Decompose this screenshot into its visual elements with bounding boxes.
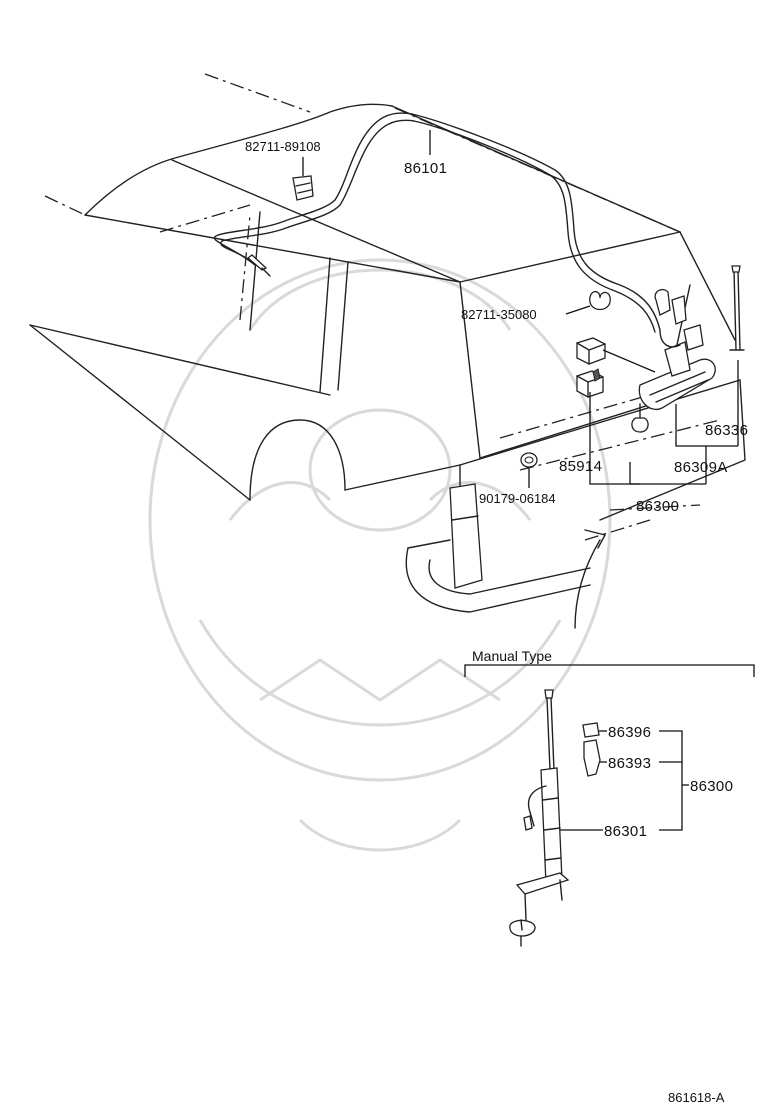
manual-type-caption: Manual Type: [472, 648, 552, 664]
label-90179-06184: 90179-06184: [479, 491, 556, 506]
vehicle-body-outline: [29, 73, 746, 629]
label-86393: 86393: [608, 755, 651, 772]
label-86300-lower: 86300: [690, 778, 733, 795]
watermark-emblem: [148, 258, 612, 852]
label-82711-89108: 82711-89108: [245, 139, 321, 154]
bracket-86393: [583, 739, 601, 777]
relay-85914: [576, 337, 606, 398]
label-86396: 86396: [608, 724, 651, 741]
diagram-code: 861618-A: [668, 1090, 725, 1105]
label-86336: 86336: [705, 422, 748, 439]
manual-antenna: [509, 689, 570, 947]
label-82711-35080: 82711-35080: [461, 307, 537, 322]
grommet-90179-06184: [520, 452, 538, 468]
label-85914: 85914: [559, 458, 602, 475]
antenna-cable: [213, 112, 661, 333]
power-antenna-assembly: [631, 265, 745, 433]
label-86101: 86101: [404, 160, 447, 177]
label-86309A: 86309A: [674, 459, 728, 476]
manual-type-section: Manual Type 86396 86393 86300 86301: [464, 648, 755, 947]
label-86301: 86301: [604, 823, 647, 840]
label-86300-upper: 86300: [636, 498, 679, 515]
leader-lines-upper: [302, 130, 739, 488]
clamp-82711-89108: [292, 175, 314, 201]
clip-82711-35080: [589, 291, 611, 311]
nut-86396: [582, 722, 600, 738]
